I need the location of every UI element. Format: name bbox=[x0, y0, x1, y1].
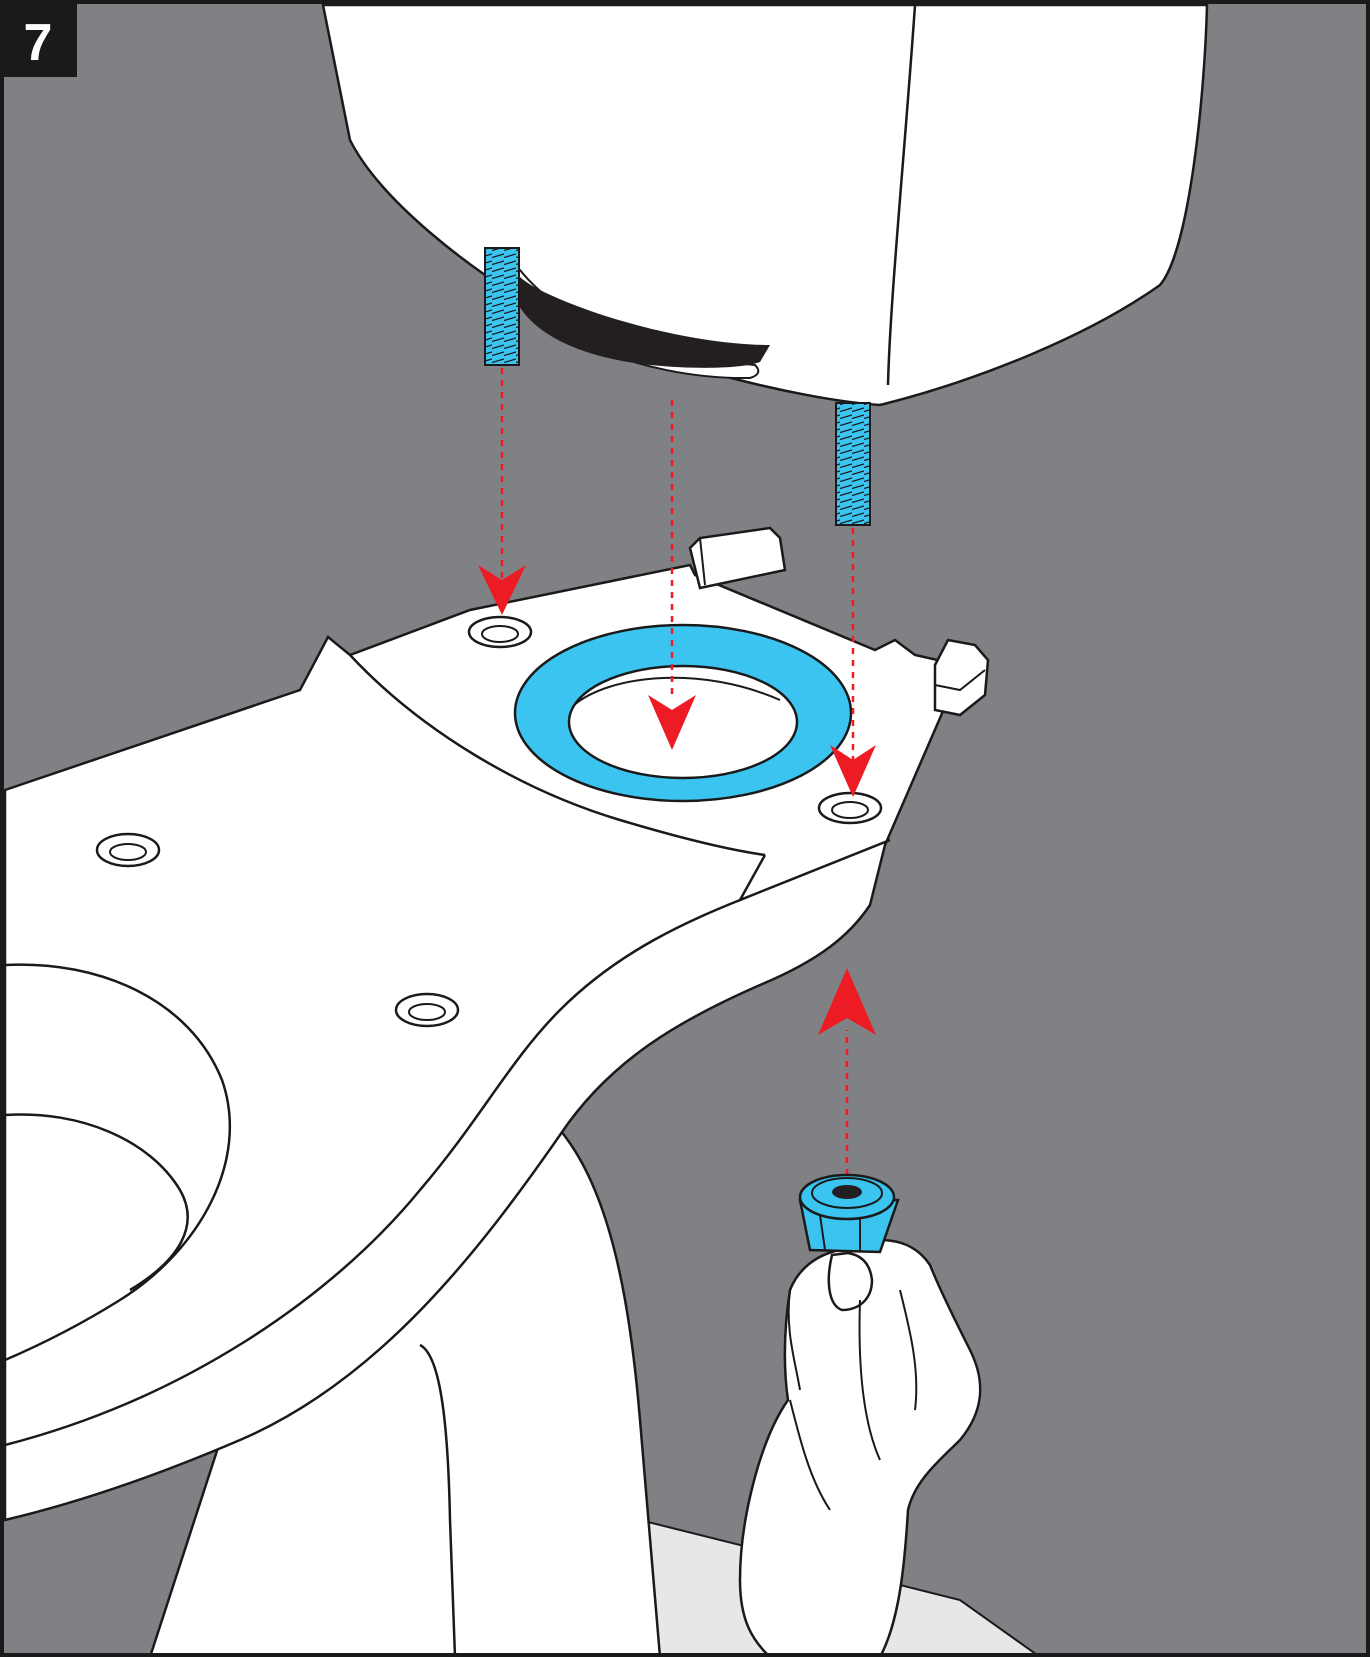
step-badge: 7 bbox=[0, 0, 77, 77]
tank-bolt-right bbox=[836, 403, 870, 525]
step-number: 7 bbox=[24, 14, 53, 72]
tank-bolt-left bbox=[485, 248, 519, 365]
wing-nut-icon bbox=[800, 1175, 898, 1252]
seat-bolt-hole-right bbox=[396, 994, 458, 1026]
tank-bolt-hole-right bbox=[819, 793, 881, 823]
tank-bolt-hole-left bbox=[469, 617, 531, 647]
seat-bolt-hole-left bbox=[97, 834, 159, 866]
